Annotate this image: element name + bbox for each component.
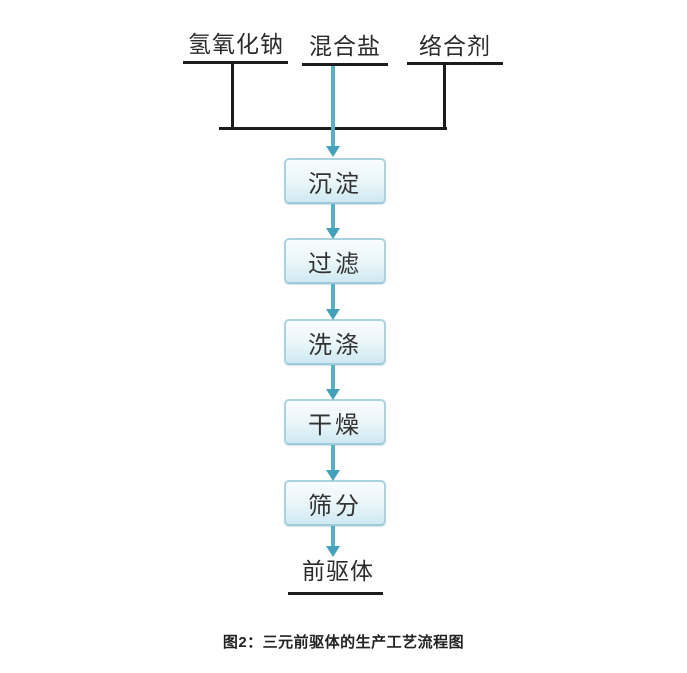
input-underline-left xyxy=(183,61,288,64)
input-underline-right xyxy=(407,62,503,65)
output-label-precursor: 前驱体 xyxy=(302,558,374,584)
flow-arrow-head-2 xyxy=(326,309,340,320)
flow-arrow-shaft-1 xyxy=(331,204,335,228)
flow-arrow-shaft-3 xyxy=(331,365,335,389)
figure-caption: 图2：三元前驱体的生产工艺流程图 xyxy=(222,634,465,651)
output-underline xyxy=(288,592,383,595)
flow-arrow-head-1 xyxy=(326,228,340,239)
right-connector-line xyxy=(443,62,446,129)
process-step-filtration: 过滤 xyxy=(284,238,386,284)
flow-arrow-head-5 xyxy=(326,546,340,557)
input-underline-middle xyxy=(302,63,388,66)
feed-arrow-shaft xyxy=(331,66,335,146)
flow-arrow-head-4 xyxy=(326,470,340,481)
process-step-drying: 干燥 xyxy=(284,399,386,445)
flow-arrow-shaft-5 xyxy=(331,526,335,546)
flow-arrow-shaft-4 xyxy=(331,445,335,470)
feed-arrow-head xyxy=(326,146,340,157)
process-step-precipitation: 沉淀 xyxy=(284,158,386,204)
input-label-mixed-salt: 混合盐 xyxy=(309,33,381,59)
input-label-complexing-agent: 络合剂 xyxy=(419,33,491,59)
process-step-sieving: 筛分 xyxy=(284,480,386,526)
input-label-sodium-hydroxide: 氢氧化钠 xyxy=(188,31,284,57)
process-step-washing: 洗涤 xyxy=(284,319,386,365)
flow-arrow-head-3 xyxy=(326,389,340,400)
left-connector-line xyxy=(231,61,234,129)
flow-arrow-shaft-2 xyxy=(331,284,335,309)
